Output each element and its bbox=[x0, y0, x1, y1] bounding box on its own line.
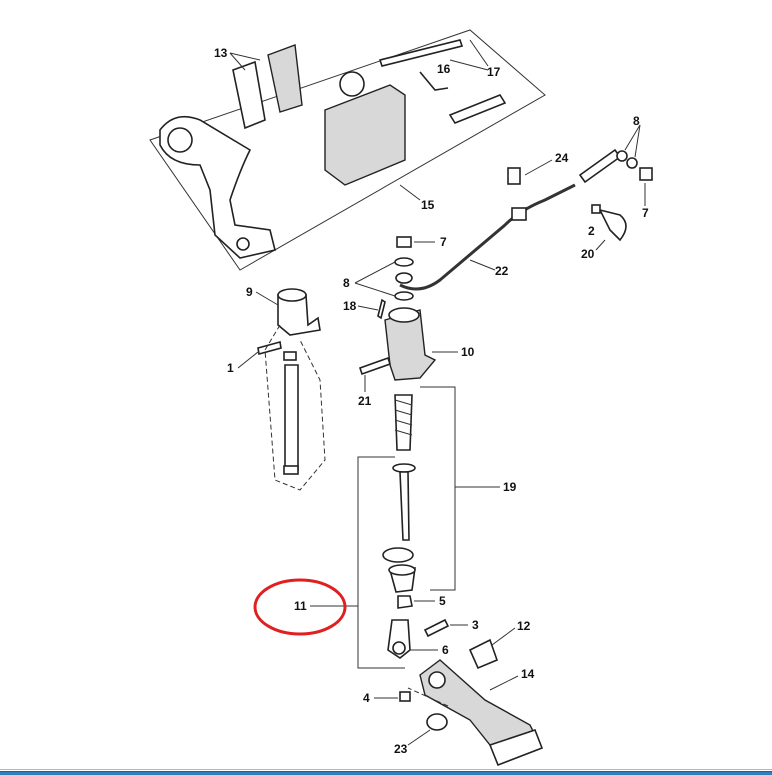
reservoir-hose bbox=[284, 364, 299, 471]
banjo-fitting bbox=[578, 148, 622, 184]
callout-20: 20 bbox=[581, 247, 595, 261]
callout-22: 22 bbox=[495, 264, 509, 278]
brake-line bbox=[399, 183, 576, 291]
callout-7: 7 bbox=[642, 206, 649, 220]
callout-24: 24 bbox=[555, 151, 569, 165]
banjo-bolt bbox=[639, 167, 653, 181]
callout-19: 19 bbox=[503, 480, 517, 494]
callout-23: 23 bbox=[394, 742, 408, 756]
pedal-pad bbox=[488, 729, 544, 767]
reservoir-hose-path bbox=[264, 324, 326, 491]
pedal-washer bbox=[426, 713, 448, 731]
pushrod bbox=[399, 471, 410, 541]
callout-1: 1 bbox=[227, 361, 234, 375]
pushrod-head bbox=[392, 463, 416, 473]
callout-13: 13 bbox=[214, 46, 228, 60]
callout-9: 9 bbox=[246, 285, 253, 299]
caliper-bushing bbox=[339, 71, 365, 97]
caliper-mounting-bracket bbox=[159, 115, 276, 259]
vent-fitting bbox=[377, 298, 386, 320]
callout-10: 10 bbox=[461, 345, 475, 359]
bracket-19 bbox=[420, 386, 456, 591]
caliper-assembly-frame bbox=[149, 29, 546, 271]
reservoir-cap bbox=[277, 288, 307, 302]
bracket-hole bbox=[167, 127, 193, 153]
bleeder-valve bbox=[419, 71, 449, 91]
brake-light-switch bbox=[507, 167, 521, 185]
pedal-nut bbox=[399, 691, 411, 702]
window-bottom-border bbox=[0, 769, 772, 775]
brake-line-fitting bbox=[511, 207, 527, 221]
clevis-bolt bbox=[423, 618, 450, 638]
pedal-bushing bbox=[468, 638, 499, 670]
line-clamp bbox=[598, 208, 627, 242]
callout-6: 6 bbox=[442, 643, 449, 657]
callout-21: 21 bbox=[358, 394, 372, 408]
callout-2: 2 bbox=[588, 224, 595, 238]
clamp-screw bbox=[591, 204, 601, 214]
callout-12: 12 bbox=[517, 619, 531, 633]
callout-5: 5 bbox=[439, 594, 446, 608]
retaining-ring bbox=[382, 547, 414, 563]
bracket-pin bbox=[236, 237, 250, 251]
brake-pad bbox=[232, 60, 266, 130]
mounting-screw bbox=[358, 356, 392, 376]
callout-7: 7 bbox=[440, 235, 447, 249]
callout-16: 16 bbox=[437, 62, 451, 76]
highlight-circle bbox=[253, 578, 347, 636]
callout-18: 18 bbox=[343, 299, 357, 313]
brake-pad bbox=[267, 44, 303, 113]
callout-3: 3 bbox=[472, 618, 479, 632]
caliper-bolt bbox=[378, 39, 464, 67]
callout-15: 15 bbox=[421, 198, 435, 212]
master-cylinder bbox=[384, 309, 437, 381]
callout-14: 14 bbox=[521, 667, 535, 681]
callout-11: 11 bbox=[294, 599, 307, 613]
banjo-bolt-upper bbox=[396, 236, 412, 248]
caliper-pin bbox=[448, 94, 507, 124]
callout-8: 8 bbox=[633, 114, 640, 128]
callout-17: 17 bbox=[487, 65, 501, 79]
bracket-11 bbox=[357, 456, 405, 669]
callout-4: 4 bbox=[363, 691, 370, 705]
brake-caliper bbox=[324, 84, 406, 186]
callout-8: 8 bbox=[343, 276, 350, 290]
reservoir-screw bbox=[257, 340, 282, 356]
fluid-reservoir bbox=[277, 294, 321, 336]
jam-nut bbox=[397, 595, 413, 609]
